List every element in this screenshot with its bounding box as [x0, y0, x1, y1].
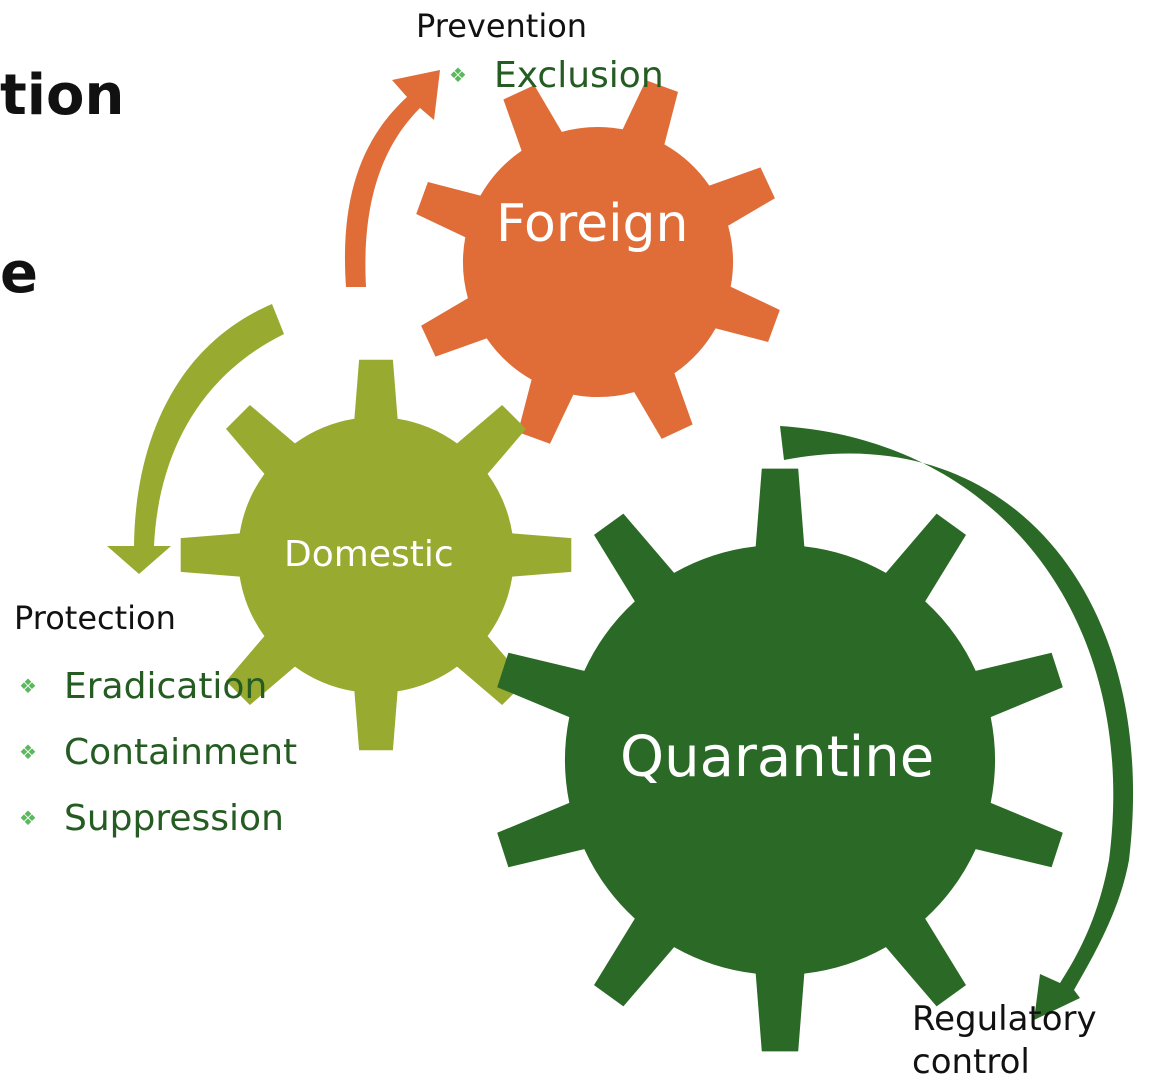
diamond-bullet-icon: ❖ — [19, 806, 37, 830]
quarantine-gear — [497, 468, 1063, 1052]
domestic-gear — [180, 359, 572, 751]
diamond-bullet-icon: ❖ — [19, 740, 37, 764]
foreign-gear-label: Foreign — [496, 194, 689, 254]
protection-item-label: Eradication — [64, 665, 268, 707]
domestic-gear-label: Domestic — [284, 534, 454, 575]
regulatory-label-line1: Regulatory — [912, 999, 1097, 1039]
title-fragment-top: tion — [0, 63, 125, 128]
list-item: ❖ Suppression — [18, 785, 297, 851]
arrow-domestic-to-protection — [107, 304, 284, 574]
protection-list: ❖ Eradication ❖ Containment ❖ Suppressio… — [18, 653, 297, 851]
prevention-list: ❖ Exclusion — [448, 42, 664, 108]
protection-item-label: Containment — [64, 731, 298, 773]
diamond-bullet-icon: ❖ — [449, 63, 467, 87]
foreign-gear — [416, 80, 780, 444]
protection-heading: Protection — [14, 599, 176, 637]
list-item: ❖ Exclusion — [448, 42, 664, 108]
prevention-heading: Prevention — [416, 7, 588, 45]
diamond-bullet-icon: ❖ — [19, 674, 37, 698]
arrow-domestic-to-prevention — [344, 70, 440, 287]
list-item: ❖ Containment — [18, 719, 297, 785]
quarantine-gear-label: Quarantine — [620, 725, 935, 790]
list-item: ❖ Eradication — [18, 653, 297, 719]
protection-item-label: Suppression — [64, 797, 284, 839]
prevention-item-label: Exclusion — [494, 54, 664, 96]
title-fragment-bottom: e — [0, 241, 38, 306]
regulatory-label-line2: control — [912, 1042, 1030, 1082]
